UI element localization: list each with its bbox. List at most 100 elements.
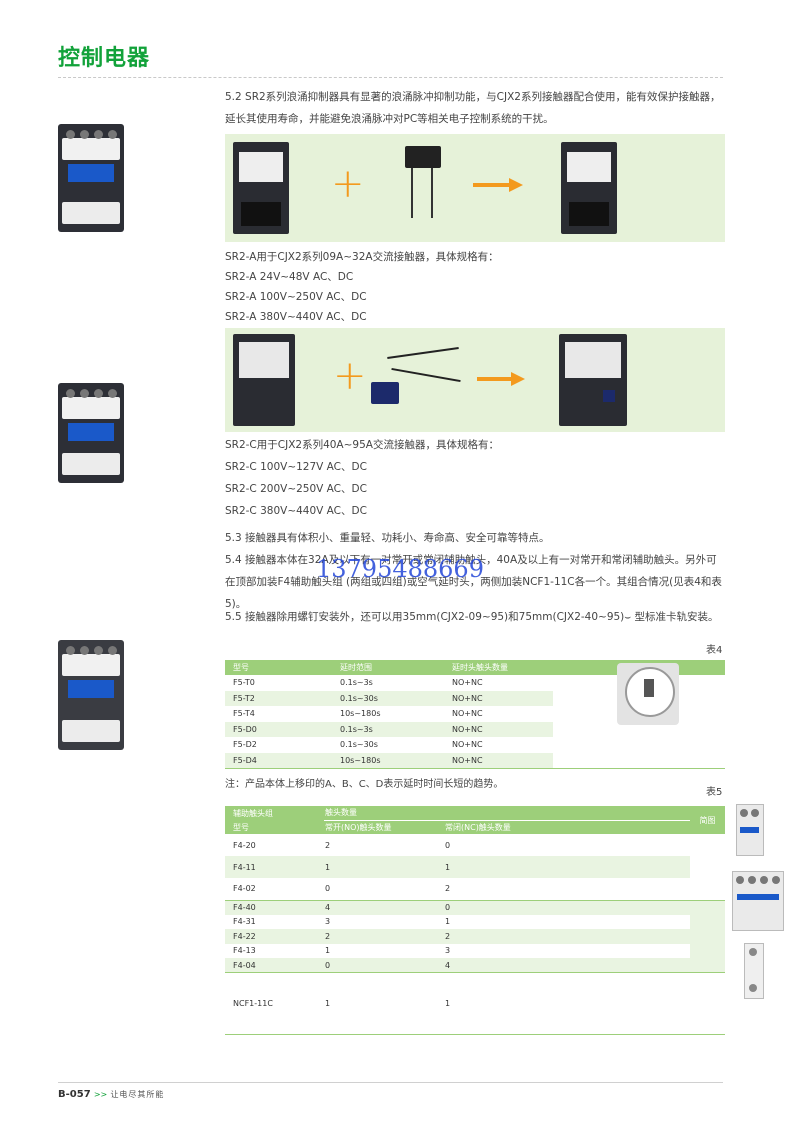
table5-caption: 表5: [706, 787, 723, 798]
delay-head-image-cell: [553, 663, 725, 768]
table-row: F4-13 1 3: [225, 944, 725, 959]
table4-header-model: 型号: [233, 663, 249, 672]
table-row: F5-D2 0.1s~30s NO+NC: [225, 737, 725, 753]
page-number: B-057: [58, 1089, 91, 1100]
aux-contact-4-image: [732, 870, 785, 931]
header-divider: [58, 77, 723, 78]
table4-cell: F5-T0: [233, 678, 255, 688]
table5-cell: 2: [445, 931, 451, 941]
page-title: 控制电器: [58, 46, 151, 71]
table-5: 辅助触头组 触头数量 简图 型号 常开(NO)触头数量 常闭(NC)触头数量 F…: [225, 804, 785, 1035]
plus-icon: +: [331, 161, 365, 207]
table-row: F5-T0 0.1s~3s NO+NC: [225, 663, 725, 725]
footer-slogan: 让电尽其所能: [110, 1090, 165, 1099]
table5-cell: 2: [445, 884, 451, 894]
aux-contact-2-image: [736, 804, 765, 856]
table4-cell: NO+NC: [452, 755, 483, 765]
ncf1-side-contact-image: [744, 943, 765, 999]
footer: B-057 >> 让电尽其所能: [58, 1089, 164, 1100]
table4-cell: NO+NC: [452, 693, 483, 703]
table5-cell: F4-22: [233, 931, 256, 941]
delay-head-image: [617, 663, 679, 725]
sr2a-spec-3: SR2-A 380V~440V AC、DC: [225, 311, 367, 323]
table4-cell: F5-T2: [233, 693, 255, 703]
table5-cell: 1: [445, 999, 451, 1008]
table4-note: 注：产品本体上移印的A、B、C、D表示延时时间长短的趋势。: [225, 779, 504, 790]
table5-cell: 1: [445, 862, 451, 872]
contactor-image-1: [58, 124, 124, 232]
paragraph-5-2: 5.2 SR2系列浪涌抑制器具有显著的浪涌脉冲抑制功能，与CJX2系列接触器配合…: [225, 91, 721, 125]
sr2c-spec-3: SR2-C 380V~440V AC、DC: [225, 505, 367, 517]
contactor-image-3: [58, 640, 124, 750]
table4-cell: F5-D0: [233, 724, 257, 734]
table5-cell: 2: [325, 931, 331, 941]
table5-cell: F4-31: [233, 917, 256, 927]
table-row: F4-40 4 0: [225, 870, 785, 973]
footer-separator: >>: [93, 1090, 108, 1099]
table5-cell: 1: [445, 917, 451, 927]
table4-header-delay: 延时范围: [340, 663, 372, 672]
table4-cell: 0.1s~30s: [340, 693, 378, 703]
table5-cell: 1: [325, 862, 331, 872]
table4-cell: 0.1s~30s: [340, 740, 378, 750]
table4-cell: NO+NC: [452, 678, 483, 688]
table5-cell: F4-20: [233, 840, 256, 850]
table4-cell: 10s~180s: [340, 709, 381, 719]
table5-cell: F4-13: [233, 946, 256, 956]
sr2a-intro: SR2-A用于CJX2系列09A~32A交流接触器，具体规格有：: [225, 251, 499, 263]
table5-header-model: 型号: [233, 822, 249, 832]
contactor-after-image: [559, 334, 627, 426]
f4-2-image-cell: [690, 804, 765, 901]
table5-cell: F4-40: [233, 903, 256, 912]
table-4: 型号 延时范围 延时头触头数量 简图 F5-T0 0.1s~3s NO+NC F…: [225, 660, 725, 769]
table4-cell: 0.1s~3s: [340, 724, 373, 734]
table4-cell: F5-D4: [233, 755, 257, 765]
sr2c-illustration: +: [225, 328, 725, 432]
table4-header-contacts: 延时头触头数量: [452, 663, 508, 672]
sr2c-spec-2: SR2-C 200V~250V AC、DC: [225, 483, 367, 495]
table5-cell: 4: [445, 960, 451, 970]
table-row: F4-20 2 0: [225, 804, 765, 901]
paragraph-5-5: 5.5 接触器除用螺钉安装外，还可以用35mm(CJX2-09~95)和75mm…: [225, 611, 719, 623]
table5-header-group: 辅助触头组: [233, 808, 273, 818]
contactor-before-image: [233, 334, 295, 426]
contactor-image-2: [58, 383, 124, 483]
surge-suppressor-image: [367, 338, 467, 418]
table5-cell: 1: [325, 946, 331, 956]
table5-header-nc: 常闭(NC)触头数量: [445, 822, 511, 832]
table4-cell: NO+NC: [452, 724, 483, 734]
table4-cell: NO+NC: [452, 740, 483, 750]
table-row: F5-T4 10s~180s NO+NC: [225, 706, 725, 722]
sr2c-spec-1: SR2-C 100V~127V AC、DC: [225, 461, 367, 473]
table5-cell: 1: [325, 999, 331, 1008]
table5-cell: F4-11: [233, 862, 256, 872]
table5-cell: F4-04: [233, 960, 256, 970]
paragraph-5-3: 5.3 接触器具有体积小、重量轻、功耗小、寿命高、安全可靠等特点。: [225, 532, 550, 544]
table4-caption: 表4: [706, 645, 723, 656]
contactor-before-image: [233, 142, 289, 234]
table5-cell: 3: [445, 946, 451, 956]
footer-divider: [58, 1082, 723, 1083]
f4-4-image-cell: [690, 870, 785, 973]
table4-cell: F5-D2: [233, 740, 257, 750]
table5-cell: 0: [445, 903, 451, 912]
table5-header-count: 触头数量: [324, 806, 691, 821]
paragraph-5-4: 5.4 接触器本体在32A及以下有一对常开或常闭辅助触头，40A及以上有一对常开…: [225, 554, 722, 610]
table-row: NCF1-11C 1 1: [225, 943, 765, 1035]
table4-cell: 0.1s~3s: [340, 678, 373, 688]
table5-cell: 0: [325, 884, 331, 894]
table4-cell: 10s~180s: [340, 755, 381, 765]
table5-cell: 3: [325, 917, 331, 927]
contactor-after-image: [561, 142, 617, 234]
plus-icon: +: [333, 353, 367, 399]
table5-cell: 0: [445, 840, 451, 850]
table-row: F4-04 0 4: [225, 958, 725, 973]
arrowhead-icon: [511, 372, 525, 386]
ncf1-image-cell: [690, 943, 765, 1035]
table-row: F4-22 2 2: [225, 929, 725, 944]
table-row: F4-02 0 2: [225, 878, 725, 900]
watermark-text: 13795488669: [316, 555, 484, 583]
table5-cell: F4-02: [233, 884, 256, 894]
arrowhead-icon: [509, 178, 523, 192]
arrow-icon: [473, 183, 511, 187]
